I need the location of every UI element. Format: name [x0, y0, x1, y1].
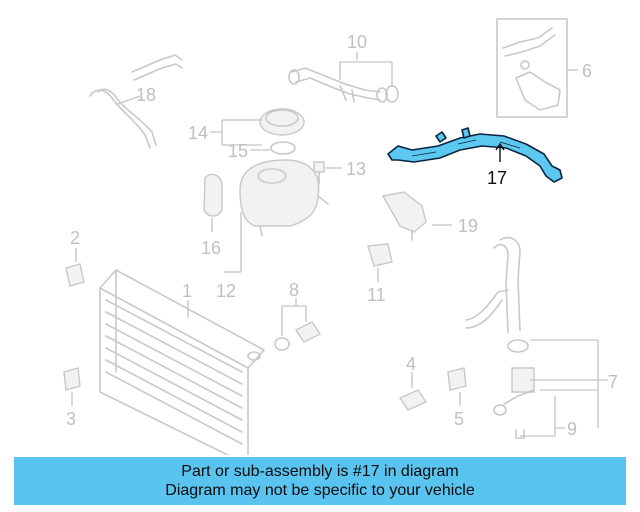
callout-16[interactable]: 16	[201, 238, 221, 258]
leader-18	[117, 95, 141, 105]
callout-6[interactable]: 6	[582, 61, 592, 81]
part-7-hose-assembly[interactable]	[465, 236, 535, 416]
callout-4[interactable]: 4	[406, 354, 416, 374]
leader-17	[495, 142, 505, 162]
leader-10	[339, 52, 393, 86]
part-18-hose[interactable]	[89, 54, 183, 149]
leader-7	[530, 339, 608, 428]
leader-12	[224, 212, 242, 273]
banner-line-2: Diagram may not be specific to your vehi…	[165, 482, 475, 499]
part-6-inset[interactable]	[496, 18, 568, 118]
callout-17[interactable]: 17	[487, 168, 507, 188]
part-15-seal[interactable]	[270, 141, 296, 155]
part-16-bracket[interactable]	[203, 173, 223, 217]
callout-11[interactable]: 11	[367, 285, 386, 305]
callout-18[interactable]: 18	[136, 85, 156, 105]
part-2-bracket[interactable]	[65, 263, 85, 287]
callout-19[interactable]: 19	[458, 216, 478, 236]
part-13-sensor[interactable]	[313, 161, 325, 185]
callout-7[interactable]: 7	[608, 372, 618, 392]
part-14-cap[interactable]	[259, 108, 305, 136]
part-3-clip[interactable]	[63, 367, 81, 391]
part-12-tank[interactable]	[239, 159, 329, 237]
callout-12[interactable]: 12	[216, 281, 236, 301]
part-4-switch[interactable]	[398, 389, 428, 411]
part-8-sensor[interactable]	[274, 321, 322, 351]
callout-1[interactable]: 1	[182, 281, 192, 301]
part-5-sensor[interactable]	[447, 367, 467, 391]
callout-15[interactable]: 15	[228, 141, 248, 161]
callout-14[interactable]: 14	[188, 123, 208, 143]
callout-2[interactable]: 2	[70, 228, 80, 248]
leader-14	[210, 119, 262, 146]
callout-10[interactable]: 10	[347, 32, 367, 52]
part-11-connector[interactable]	[367, 243, 393, 267]
part-1-radiator[interactable]	[99, 269, 265, 455]
part-9-clamp[interactable]	[515, 429, 525, 439]
callout-3[interactable]: 3	[66, 409, 76, 429]
info-banner: Part or sub-assembly is #17 in diagram D…	[14, 457, 626, 505]
part-17-coolant-hose[interactable]	[387, 127, 563, 183]
leader-8	[281, 298, 307, 336]
leader-9	[520, 396, 565, 437]
part-10-flange[interactable]	[288, 67, 399, 103]
callout-9[interactable]: 9	[567, 419, 577, 439]
callout-5[interactable]: 5	[454, 409, 464, 429]
callout-13[interactable]: 13	[346, 159, 366, 179]
part-19-valve[interactable]	[381, 191, 427, 241]
callout-8[interactable]: 8	[289, 280, 299, 300]
parts-diagram: 10 18 6 14 15 13 12	[63, 18, 618, 455]
banner-line-1: Part or sub-assembly is #17 in diagram	[181, 463, 459, 480]
